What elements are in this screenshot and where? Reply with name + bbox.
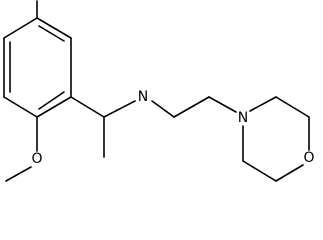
atom-label-ether-oxygen: O <box>31 151 42 167</box>
structure-diagram: O N N O <box>3 0 315 182</box>
bond-ring-1 <box>36 17 72 39</box>
bond-ring-3 <box>36 96 72 118</box>
atom-label-amine-nitrogen: N <box>138 89 148 105</box>
bond-morpholine-2 <box>275 96 310 118</box>
bond-ring-ch <box>70 96 105 118</box>
bond-ring-4 <box>3 96 38 118</box>
atom-label-morpholine-nitrogen: N <box>238 110 248 126</box>
bond-ring-inner-2 <box>38 91 65 110</box>
bond-morpholine-1 <box>249 96 277 112</box>
bond-morpholine-4 <box>275 164 304 182</box>
bond-ring-6 <box>3 17 38 39</box>
bond-ch2-ch2 <box>173 96 210 118</box>
bond-morpholine-5 <box>242 160 277 182</box>
bond-ring-inner-1 <box>38 25 65 42</box>
bond-nh-ch2 <box>151 100 175 118</box>
molecule-drawing: O N N O <box>3 0 315 182</box>
bond-ch-nh <box>103 100 136 118</box>
atom-label-morpholine-oxygen: O <box>303 150 314 166</box>
bond-ether-methyl <box>5 166 32 182</box>
bond-ch2-morpholine-n <box>208 96 237 113</box>
